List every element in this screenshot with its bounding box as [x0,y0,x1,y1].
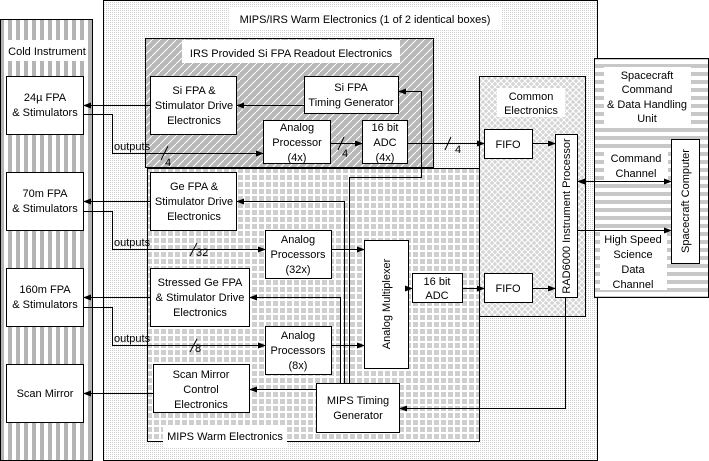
svg-text:Scan Mirror: Scan Mirror [17,388,74,400]
connections [83,88,672,412]
mips-warm-title: MIPS Warm Electronics [167,431,283,443]
svg-text:FIFO: FIFO [495,139,520,151]
bus-labels: outputs outputs outputs 4 4 4 32 8 [114,141,461,355]
cold-instrument-panel: Cold Instrument 24µ FPA& Stimulators 70m… [0,19,93,461]
irs-title: IRS Provided Si FPA Readout Electronics [190,48,393,60]
rad6000-processor-box: RAD6000 Instrument Processor [555,134,578,298]
svg-text:160m FPA& Stimulators: 160m FPA& Stimulators [12,284,78,311]
bus-width-label: 4 [342,148,348,160]
outputs-label-70: outputs [114,237,151,249]
warm-electronics-title: MIPS/IRS Warm Electronics (1 of 2 identi… [240,14,491,26]
svg-text:Spacecraft Computer: Spacecraft Computer [680,149,692,253]
fpa-70-box: 70m FPA& Stimulators [6,172,84,231]
svg-text:70m FPA& Stimulators: 70m FPA& Stimulators [12,188,78,215]
fifo-bottom-box: FIFO [484,273,533,303]
outputs-label-24: outputs [114,141,151,153]
bus-width-label: 32 [196,247,208,259]
svg-text:Stressed Ge FPA& Stimulator Dr: Stressed Ge FPA& Stimulator DriveElectro… [156,277,245,319]
scan-mirror-box: Scan Mirror [6,364,84,423]
fifo-top-box: FIFO [484,129,533,159]
svg-text:24µ FPA& Stimulators: 24µ FPA& Stimulators [12,92,78,119]
svg-text:FIFO: FIFO [495,283,520,295]
bus-width-label: 4 [455,144,461,156]
bus-width-label: 4 [165,157,171,169]
analog-multiplexer-box: Analog Multiplexer [364,240,409,369]
fpa-160-box: 160m FPA& Stimulators [6,268,84,327]
fpa-24-box: 24µ FPA& Stimulators [6,76,84,135]
bus-width-label: 8 [195,343,201,355]
spacecraft-computer-box: Spacecraft Computer [671,139,700,264]
irs-readout-panel: IRS Provided Si FPA Readout Electronics … [145,38,434,168]
svg-text:Analog Multiplexer: Analog Multiplexer [381,258,393,349]
svg-text:RAD6000 Instrument Processor: RAD6000 Instrument Processor [561,138,573,294]
mips-warm-panel: MIPS Warm Electronics Ge FPA &Stimulator… [147,168,480,447]
cold-instrument-title: Cold Instrument [8,46,86,58]
outputs-label-160: outputs [114,333,151,345]
